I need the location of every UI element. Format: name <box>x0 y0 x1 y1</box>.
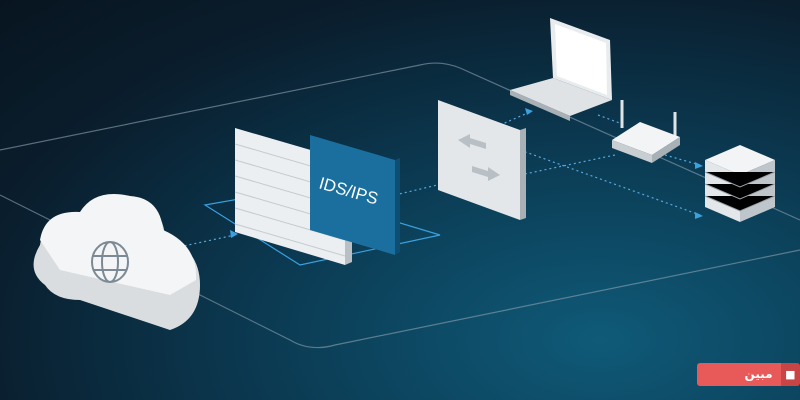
platform-outline <box>0 62 800 349</box>
router-icon <box>612 100 680 163</box>
globe-icon <box>91 241 129 283</box>
exchange-arrows-icon <box>458 134 500 181</box>
brand-logo[interactable]: مبین هاست ■ <box>697 363 800 386</box>
ids-ips-panel: IDS/IPS <box>310 135 400 255</box>
laptop-icon <box>510 18 612 121</box>
cloud-icon <box>33 194 200 330</box>
server-icon <box>704 145 776 222</box>
switch-panel <box>438 100 526 220</box>
logo-text: مبین هاست <box>697 363 781 386</box>
elephant-icon: ■ <box>780 363 800 386</box>
